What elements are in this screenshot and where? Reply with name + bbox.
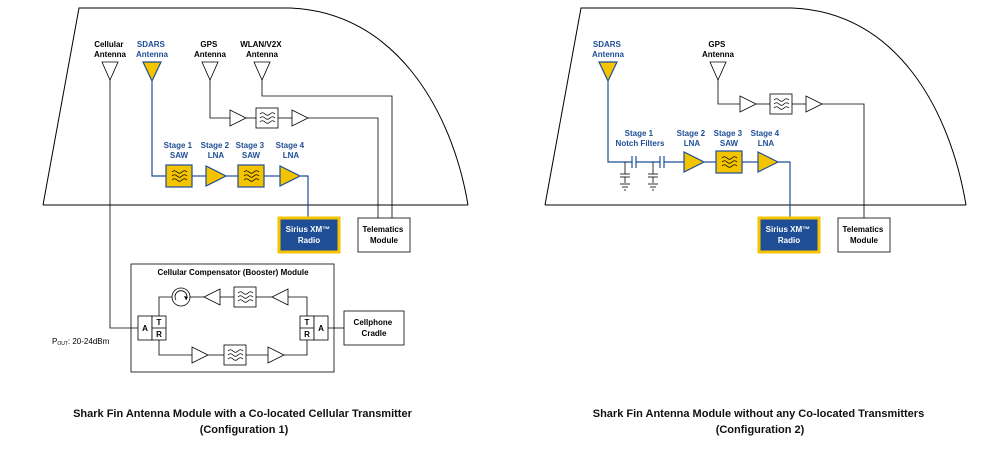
notch-shunt-2 xyxy=(647,162,659,191)
booster-module-title: Cellular Compensator (Booster) Module xyxy=(157,268,309,277)
config1-caption: Shark Fin Antenna Module with a Co-locat… xyxy=(73,408,415,436)
cellular-antenna-label: Cellular Antenna xyxy=(94,40,127,59)
right-r-label: R xyxy=(304,330,310,339)
stage4-lna-amp xyxy=(279,165,302,187)
sdars-antenna-icon xyxy=(142,61,162,83)
gps-lna-icon-2 xyxy=(739,95,757,113)
gps-lna-icon xyxy=(229,109,247,127)
sdars-antenna-label-2: SDARS Antenna xyxy=(592,40,625,59)
booster-bottom-amp-left-icon xyxy=(191,346,209,364)
stage3-saw-filter xyxy=(237,164,265,188)
notch-capacitor-2 xyxy=(659,156,665,168)
stage2-lna-label-2: Stage 2 LNA xyxy=(677,129,708,148)
shark-fin-outline-2 xyxy=(544,7,967,206)
right-a-label: A xyxy=(318,324,324,333)
stage3-saw-filter-2 xyxy=(715,150,743,174)
sdars-antenna-icon-2 xyxy=(598,61,618,83)
telematics-module-label-2: Telematics Module xyxy=(843,225,886,245)
gps-antenna-label: GPS Antenna xyxy=(194,40,227,59)
stage4-lna-label-2: Stage 4 LNA xyxy=(751,129,782,148)
left-r-label: R xyxy=(156,330,162,339)
gps-antenna-label-2: GPS Antenna xyxy=(702,40,735,59)
sirius-radio-label-2: Sirius XM™ Radio xyxy=(766,225,813,245)
stage4-lna-amp-2 xyxy=(757,151,780,173)
stage2-lna-amp xyxy=(205,165,228,187)
telematics-module-box-2 xyxy=(837,217,891,253)
shark-fin-outline xyxy=(42,7,469,206)
left-a-label: A xyxy=(142,324,148,333)
gps-lna2-icon-2 xyxy=(805,95,823,113)
left-t-label: T xyxy=(157,318,162,327)
stage1-notch-label: Stage 1 Notch Filters xyxy=(616,129,665,148)
booster-bottom-amp-right-icon xyxy=(267,346,285,364)
cellular-antenna-icon xyxy=(101,61,119,81)
stage2-lna-label: Stage 2 LNA xyxy=(201,141,232,160)
gps-antenna-icon xyxy=(201,61,219,81)
telematics-module-box xyxy=(357,217,411,253)
config2-diagram: SDARS Antenna GPS Antenna Telematics Mod… xyxy=(544,7,967,436)
notch-capacitor-1 xyxy=(631,156,637,168)
stage3-saw-label: Stage 3 SAW xyxy=(236,141,267,160)
right-t-label: T xyxy=(305,318,310,327)
stage3-saw-label-2: Stage 3 SAW xyxy=(714,129,745,148)
cellphone-cradle-label: Cellphone Cradle xyxy=(354,318,395,338)
stage1-saw-filter xyxy=(165,164,193,188)
stage2-lna-amp-2 xyxy=(683,151,706,173)
sirius-radio-box-2 xyxy=(757,216,821,254)
notch-shunt-1 xyxy=(619,162,631,191)
sdars-antenna-label: SDARS Antenna xyxy=(136,40,169,59)
config1-diagram: Cellular Antenna SDARS Antenna GPS Anten… xyxy=(42,7,469,436)
wlan-antenna-icon xyxy=(253,61,271,81)
sirius-radio-box xyxy=(277,216,341,254)
cellphone-cradle-box xyxy=(343,310,405,346)
pout-label: POUT: 20-24dBm xyxy=(52,337,110,347)
config2-caption: Shark Fin Antenna Module without any Co-… xyxy=(593,408,928,436)
telematics-module-label: Telematics Module xyxy=(363,225,406,245)
wlan-antenna-label: WLAN/V2X Antenna xyxy=(240,40,284,59)
gps-lna2-icon xyxy=(291,109,309,127)
stage1-saw-label: Stage 1 SAW xyxy=(164,141,195,160)
stage4-lna-label: Stage 4 LNA xyxy=(276,141,307,160)
sirius-radio-label: Sirius XM™ Radio xyxy=(286,225,333,245)
gps-antenna-icon-2 xyxy=(709,61,727,81)
